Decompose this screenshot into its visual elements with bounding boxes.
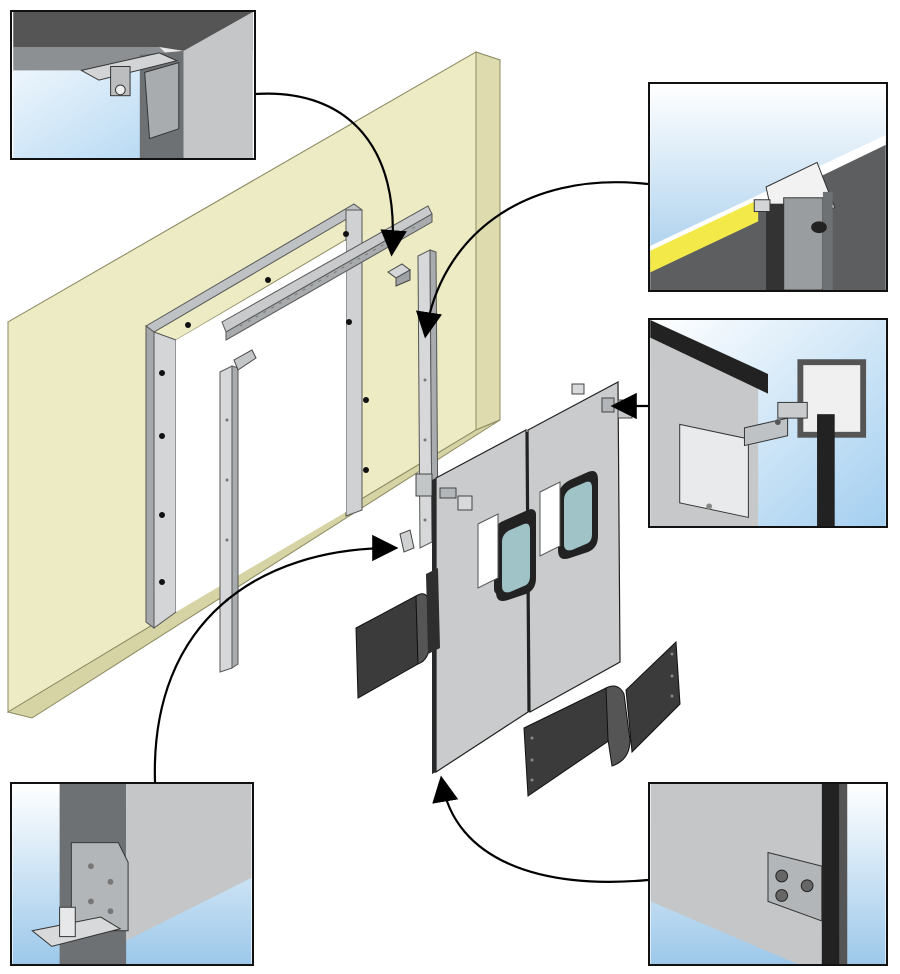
detail-top-corner-bracket [10, 10, 256, 160]
detail-hinge-plate [648, 318, 888, 528]
double-doors [432, 381, 633, 774]
left-jamb-exploded [219, 349, 257, 673]
bracket-icon [13, 12, 253, 158]
arrow-top-left [254, 92, 407, 257]
right-bumper [523, 640, 681, 797]
arrow-top-right [415, 181, 649, 339]
hinge-icon [650, 320, 886, 526]
top-clip-bracket [387, 263, 411, 287]
bottom-pivot-bracket [399, 529, 415, 553]
detail-bottom-pivot-plate [10, 782, 254, 966]
callout-arrows [153, 92, 649, 883]
left-bumper [355, 568, 440, 699]
door-corner-icon [650, 784, 886, 964]
bottom-pivot-icon [12, 784, 252, 964]
arrow-bottom-left [153, 534, 399, 783]
detail-door-bottom-corner [648, 782, 888, 966]
arrow-bottom-right [432, 775, 649, 883]
pivot-icon [650, 84, 886, 290]
detail-top-pivot-channel [648, 82, 888, 292]
installed-door-frame [145, 203, 369, 629]
